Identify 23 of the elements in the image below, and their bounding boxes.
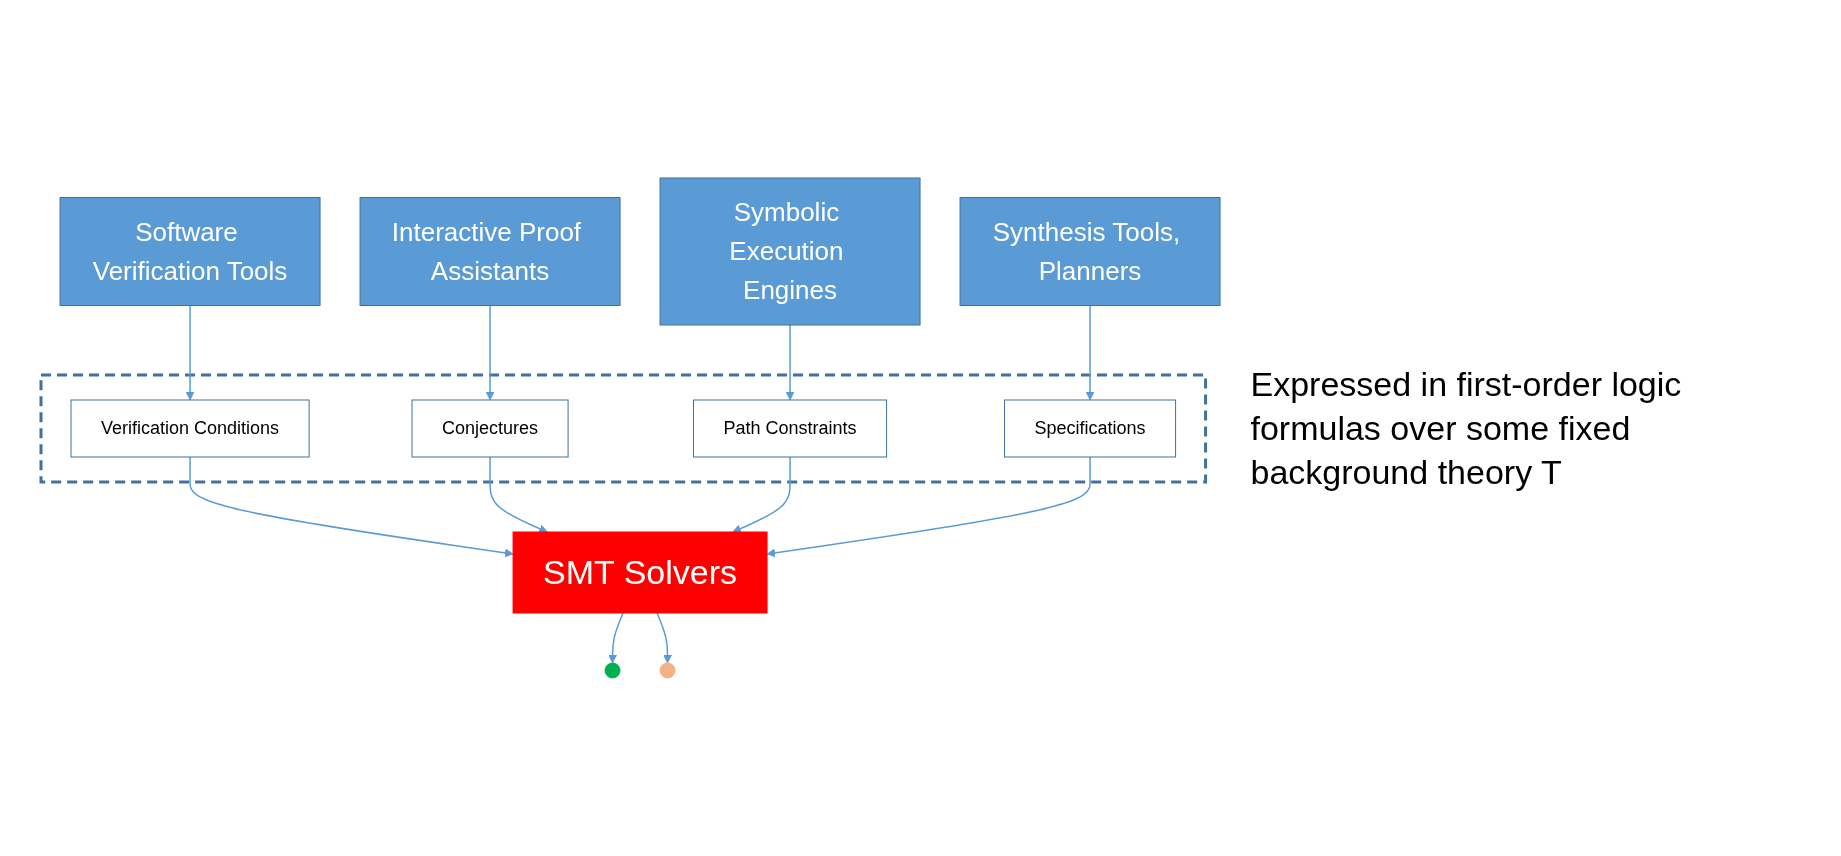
node-box: Interactive Proof Assistants	[359, 197, 621, 306]
arrow	[1085, 304, 1095, 401]
node-cross	[659, 662, 676, 679]
node-box: Synthesis Tools, Planners	[959, 197, 1221, 306]
arrow	[766, 456, 1091, 558]
node-box: Path Constraints	[693, 399, 888, 458]
cluster	[39, 373, 1208, 484]
node-box: Software Verification Tools	[59, 197, 321, 306]
arrow	[732, 456, 791, 533]
arrow	[785, 324, 795, 401]
arrow	[185, 304, 195, 401]
arrow	[608, 612, 624, 664]
node-box: SMT Solvers	[512, 531, 768, 614]
arrow	[485, 304, 495, 401]
node-box: Specifications	[1004, 399, 1177, 458]
arrow	[189, 456, 514, 558]
node-box: Conjectures	[411, 399, 569, 458]
note-text: Expressed in first-order logic formulas over some fixed background theory T	[1250, 363, 1683, 494]
node-box: Symbolic Execution Engines	[659, 177, 921, 326]
node-box: Verification Conditions	[70, 399, 310, 458]
arrow	[656, 612, 672, 664]
node-check	[604, 662, 621, 679]
arrow	[489, 456, 548, 533]
